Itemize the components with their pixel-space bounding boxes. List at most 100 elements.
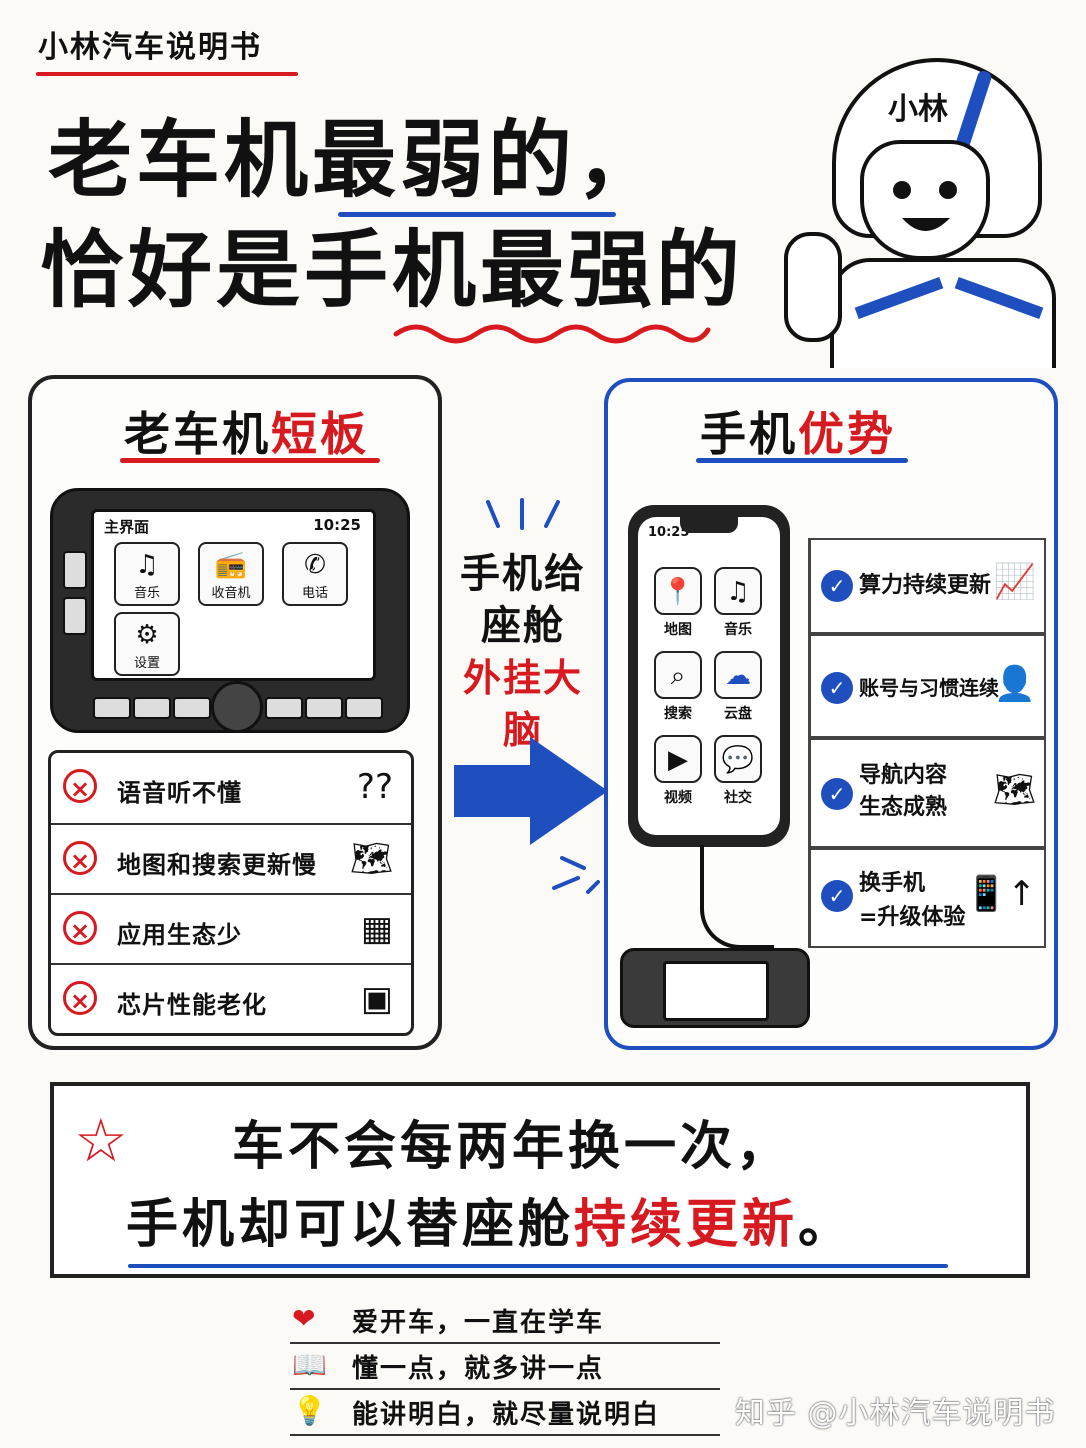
phone-app-video-label: 视频 bbox=[664, 790, 692, 806]
benefit-item: ✓ 导航内容 生态成熟 🗺 bbox=[808, 738, 1046, 848]
burst-lines-bottom bbox=[552, 856, 600, 894]
issue-item: × 地图和搜索更新慢 🗺 bbox=[51, 823, 411, 895]
benefit-text: 账号与习惯连续 bbox=[859, 676, 999, 700]
check-circle-icon: ✓ bbox=[821, 570, 853, 602]
headline-1-em: 最弱的 bbox=[312, 111, 577, 209]
headline-line-1: 老车机最弱的， bbox=[48, 118, 664, 202]
radio-app-settings[interactable]: ⚙ 设置 bbox=[114, 612, 180, 676]
left-title-plain: 老车机 bbox=[124, 407, 271, 461]
radio-side-button-top[interactable] bbox=[63, 551, 87, 589]
radio-button-4[interactable] bbox=[265, 697, 303, 719]
benefit-item: ✓ 算力持续更新 📈 bbox=[808, 538, 1046, 634]
check-circle-icon: ✓ bbox=[821, 880, 853, 912]
benefit-item: ✓ 账号与习惯连续 👤 bbox=[808, 634, 1046, 738]
headline-1-pre: 老车机 bbox=[48, 111, 313, 209]
radio-app-music[interactable]: ♫ 音乐 bbox=[114, 542, 180, 606]
mascot-suit bbox=[830, 258, 1056, 368]
phone-upgrade-icon: 📱↑ bbox=[965, 874, 1036, 914]
benefit-text: 算力持续更新 bbox=[859, 573, 992, 598]
benefit-text-line-2: 生态成熟 bbox=[859, 795, 948, 820]
phone-time: 10:25 bbox=[648, 525, 690, 540]
headline-2-pre: 恰好是手机 bbox=[40, 221, 481, 319]
summary-banner bbox=[50, 1082, 1030, 1278]
phone-app-social[interactable]: 💬 bbox=[714, 735, 762, 783]
phone-app-music[interactable]: ♫ bbox=[714, 567, 762, 615]
heart-icon: ❤ bbox=[292, 1302, 316, 1335]
app-grid-icon: ▦ bbox=[360, 909, 393, 949]
radio-screen-title: 主界面 bbox=[104, 518, 150, 536]
radio-app-radio-label: 收音机 bbox=[211, 586, 251, 601]
radio-icon: 📻 bbox=[214, 550, 248, 580]
check-circle-icon: ✓ bbox=[821, 672, 853, 704]
car-dashboard-screen bbox=[620, 948, 810, 1028]
left-title-underline bbox=[120, 458, 380, 463]
footer-item: 💡 能讲明白，就尽量说明白 bbox=[290, 1390, 720, 1436]
benefit-text-line-1: 换手机 bbox=[859, 871, 926, 896]
arrow-right-icon bbox=[454, 765, 534, 817]
headline-2-squiggle bbox=[393, 324, 711, 344]
phone-app-cloud[interactable]: ☁ bbox=[714, 651, 762, 699]
map-pin-icon: 🗺 bbox=[349, 839, 393, 879]
watermark: 知乎 @小林汽车说明书 bbox=[735, 1396, 1056, 1431]
brand-name: 小林汽车说明书 bbox=[38, 30, 262, 65]
radio-app-radio[interactable]: 📻 收音机 bbox=[198, 542, 264, 606]
footer-item: ❤ 爱开车，一直在学车 bbox=[290, 1298, 720, 1344]
radio-app-phone[interactable]: ✆ 电话 bbox=[282, 542, 348, 606]
usb-cable bbox=[700, 845, 774, 949]
radio-screen: 主界面 10:25 ♫ 音乐 📻 收音机 ✆ 电话 ⚙ 设置 bbox=[91, 509, 376, 681]
radio-button-5[interactable] bbox=[305, 697, 343, 719]
radio-button-6[interactable] bbox=[345, 697, 383, 719]
banner-line-2-pre: 手机却可以替座舱 bbox=[126, 1195, 575, 1255]
smartphone: 10:25 📍 地图 ♫ 音乐 ⌕ 搜索 ☁ 云盘 ▶ 视频 💬 社交 bbox=[628, 505, 790, 847]
issue-text: 地图和搜索更新慢 bbox=[117, 851, 317, 879]
lightbulb-icon: 💡 bbox=[292, 1394, 327, 1427]
radio-button-2[interactable] bbox=[133, 697, 171, 719]
mascot-face-features bbox=[893, 181, 957, 231]
suit-stripe-left bbox=[854, 276, 944, 320]
speech-bubble-question-icon: ?? bbox=[356, 767, 393, 807]
issue-item: × 芯片性能老化 ▣ bbox=[51, 963, 411, 1035]
right-title-red: 优势 bbox=[798, 407, 896, 461]
issue-text: 语音听不懂 bbox=[117, 779, 242, 807]
footer-text: 能讲明白，就尽量说明白 bbox=[352, 1400, 661, 1430]
left-panel-title: 老车机短板 bbox=[124, 398, 369, 464]
middle-line-2: 座舱 bbox=[481, 603, 565, 649]
phone-app-search[interactable]: ⌕ bbox=[654, 651, 702, 699]
footer-text: 懂一点，就多讲一点 bbox=[352, 1354, 605, 1384]
benefit-text-line-2: =升级体验 bbox=[859, 905, 966, 930]
phone-app-video[interactable]: ▶ bbox=[654, 735, 702, 783]
footer-item: 📖 懂一点，就多讲一点 bbox=[290, 1344, 720, 1390]
issues-list: × 语音听不懂 ?? × 地图和搜索更新慢 🗺 × 应用生态少 ▦ × 芯片性能… bbox=[48, 750, 414, 1036]
banner-line-2: 手机却可以替座舱持续更新。 bbox=[126, 1182, 854, 1257]
user-profile-icon: 👤 bbox=[993, 664, 1036, 704]
gear-icon: ⚙ bbox=[135, 620, 159, 650]
phone-app-social-label: 社交 bbox=[724, 790, 752, 806]
book-icon: 📖 bbox=[292, 1348, 327, 1381]
burst-lines-top bbox=[486, 498, 560, 530]
radio-screen-time: 10:25 bbox=[313, 516, 361, 534]
x-circle-icon: × bbox=[63, 841, 97, 875]
middle-caption: 手机给 座舱 外挂大脑 bbox=[448, 548, 598, 756]
banner-underline bbox=[128, 1264, 948, 1268]
arrow-head-icon bbox=[530, 737, 608, 845]
right-title-underline bbox=[696, 458, 908, 463]
car-radio-unit: 主界面 10:25 ♫ 音乐 📻 收音机 ✆ 电话 ⚙ 设置 bbox=[50, 488, 410, 733]
radio-button-1[interactable] bbox=[93, 697, 131, 719]
middle-line-1: 手机给 bbox=[460, 551, 586, 597]
benefit-text-line-1: 导航内容 bbox=[859, 763, 948, 788]
phone-notch bbox=[680, 517, 738, 533]
radio-side-button-bottom[interactable] bbox=[63, 597, 87, 635]
x-circle-icon: × bbox=[63, 769, 97, 803]
radio-button-3[interactable] bbox=[173, 697, 211, 719]
radio-app-phone-label: 电话 bbox=[301, 586, 328, 601]
banner-line-2-post: 。 bbox=[798, 1195, 855, 1255]
radio-volume-knob[interactable] bbox=[211, 681, 263, 733]
phone-app-search-label: 搜索 bbox=[664, 706, 692, 722]
map-route-icon: 🗺 bbox=[992, 770, 1036, 810]
headline-line-2: 恰好是手机最强的 bbox=[40, 228, 744, 312]
music-note-icon: ♫ bbox=[135, 550, 159, 580]
phone-app-map[interactable]: 📍 bbox=[654, 567, 702, 615]
helmet-text: 小林 bbox=[888, 92, 948, 127]
mascot-face bbox=[860, 140, 990, 260]
dashboard-display bbox=[663, 961, 769, 1021]
